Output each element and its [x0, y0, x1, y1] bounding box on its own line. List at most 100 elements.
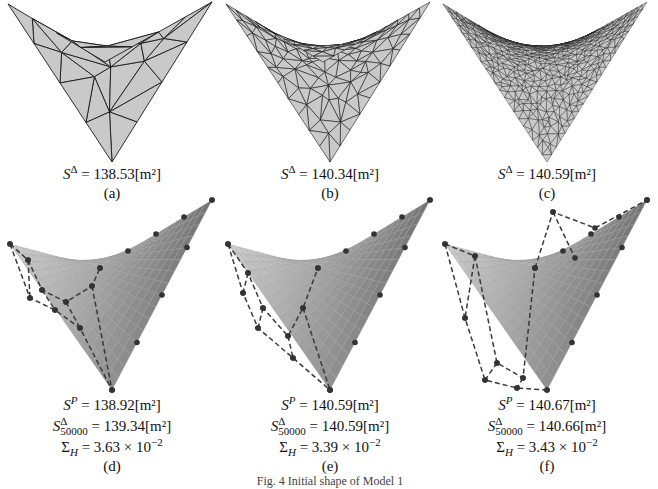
mesh-triangle — [409, 8, 420, 20]
control-point — [300, 305, 306, 311]
control-point — [352, 340, 358, 346]
mesh-triangle — [500, 90, 508, 97]
mesh-triangle — [537, 104, 546, 112]
surface-patch — [386, 259, 399, 271]
control-point — [109, 387, 115, 393]
mesh-triangle — [509, 47, 516, 49]
control-point — [77, 325, 83, 331]
control-point — [327, 387, 333, 393]
mesh-triangle — [471, 47, 479, 53]
mesh-triangle — [532, 120, 539, 135]
control-polygon — [228, 244, 318, 336]
mesh-triangle — [60, 77, 94, 123]
mesh-triangle — [550, 144, 556, 155]
control-point — [7, 241, 13, 247]
mesh-triangle — [610, 53, 615, 60]
mesh-triangle — [380, 20, 398, 32]
surface-patch — [380, 270, 393, 283]
mesh-triangle — [328, 85, 338, 100]
control-point — [290, 355, 296, 361]
control-polygon — [243, 273, 248, 293]
control-point — [327, 387, 333, 393]
control-point — [89, 283, 95, 289]
mesh-triangle — [528, 130, 533, 141]
mesh-triangle — [546, 53, 555, 56]
control-point — [97, 265, 103, 271]
surface-patch — [597, 270, 610, 283]
mesh-triangle — [500, 37, 508, 40]
mesh-triangle — [598, 27, 603, 30]
control-point — [184, 245, 190, 251]
mesh-triangle — [488, 32, 497, 37]
control-point — [63, 299, 69, 305]
mesh-triangle — [553, 98, 560, 106]
mesh-triangle — [509, 101, 515, 112]
mesh-triangle — [603, 47, 608, 53]
control-point — [153, 231, 159, 237]
surface-patch — [319, 260, 332, 264]
mesh-triangle — [568, 54, 576, 58]
mesh-triangle — [380, 63, 390, 82]
surface-patch — [417, 200, 430, 215]
mesh-triangle — [299, 105, 309, 131]
mesh-triangle — [476, 35, 486, 42]
triangle-mesh — [226, 2, 430, 162]
mesh-triangle — [368, 63, 380, 82]
control-point — [290, 355, 296, 361]
mesh-triangle — [612, 18, 618, 23]
mesh-triangle — [518, 65, 525, 70]
control-polygon — [92, 286, 112, 390]
mesh-triangle — [226, 4, 243, 21]
mesh-triangle — [360, 32, 377, 40]
mesh-triangle — [471, 47, 479, 54]
mesh-triangle — [515, 90, 523, 99]
mesh-triangle — [527, 54, 532, 57]
mesh-triangle — [607, 21, 613, 26]
control-polygon — [42, 290, 55, 310]
mesh-triangle — [548, 126, 559, 134]
mesh-triangle — [457, 26, 462, 33]
control-point — [255, 325, 261, 331]
mesh-triangle — [409, 8, 420, 20]
mesh-triangle — [34, 44, 62, 84]
mesh-triangle — [278, 76, 288, 98]
mesh-triangle — [595, 42, 600, 46]
control-point — [97, 265, 103, 271]
mesh-triangle — [567, 62, 577, 65]
mesh-triangle — [527, 51, 532, 54]
mesh-triangle — [607, 21, 613, 26]
mesh-triangle — [637, 5, 642, 11]
surface-patch — [101, 260, 114, 264]
mesh-triangle — [329, 122, 341, 146]
mesh-triangle — [511, 55, 519, 59]
mesh-triangle — [575, 37, 583, 40]
mesh-triangle — [591, 46, 599, 50]
mesh-triangle — [522, 51, 526, 54]
mesh-triangle — [545, 50, 557, 53]
mesh-triangle — [538, 140, 543, 154]
mesh-triangle — [608, 47, 615, 53]
control-point — [109, 387, 115, 393]
control-point — [240, 290, 246, 296]
mesh-triangle — [561, 46, 569, 49]
mesh-triangle — [348, 38, 366, 44]
surface-patch — [150, 230, 163, 239]
control-polygon — [66, 302, 80, 328]
control-point — [245, 270, 251, 276]
mesh-triangle — [486, 55, 492, 60]
mesh-triangle — [576, 104, 583, 111]
mesh-triangle — [488, 31, 497, 35]
mesh-triangle — [518, 65, 525, 70]
mesh-triangle — [247, 33, 257, 52]
control-point — [343, 248, 349, 254]
mesh-triangle — [603, 60, 611, 67]
control-point — [427, 197, 433, 203]
mesh-triangle — [493, 73, 501, 83]
mesh-triangle — [523, 104, 531, 111]
control-point — [255, 325, 261, 331]
mesh-triangle — [304, 49, 323, 52]
mesh-triangle — [519, 99, 529, 103]
mesh-triangle — [481, 61, 491, 68]
mesh-triangle — [581, 35, 589, 38]
mesh-triangle — [498, 58, 503, 65]
